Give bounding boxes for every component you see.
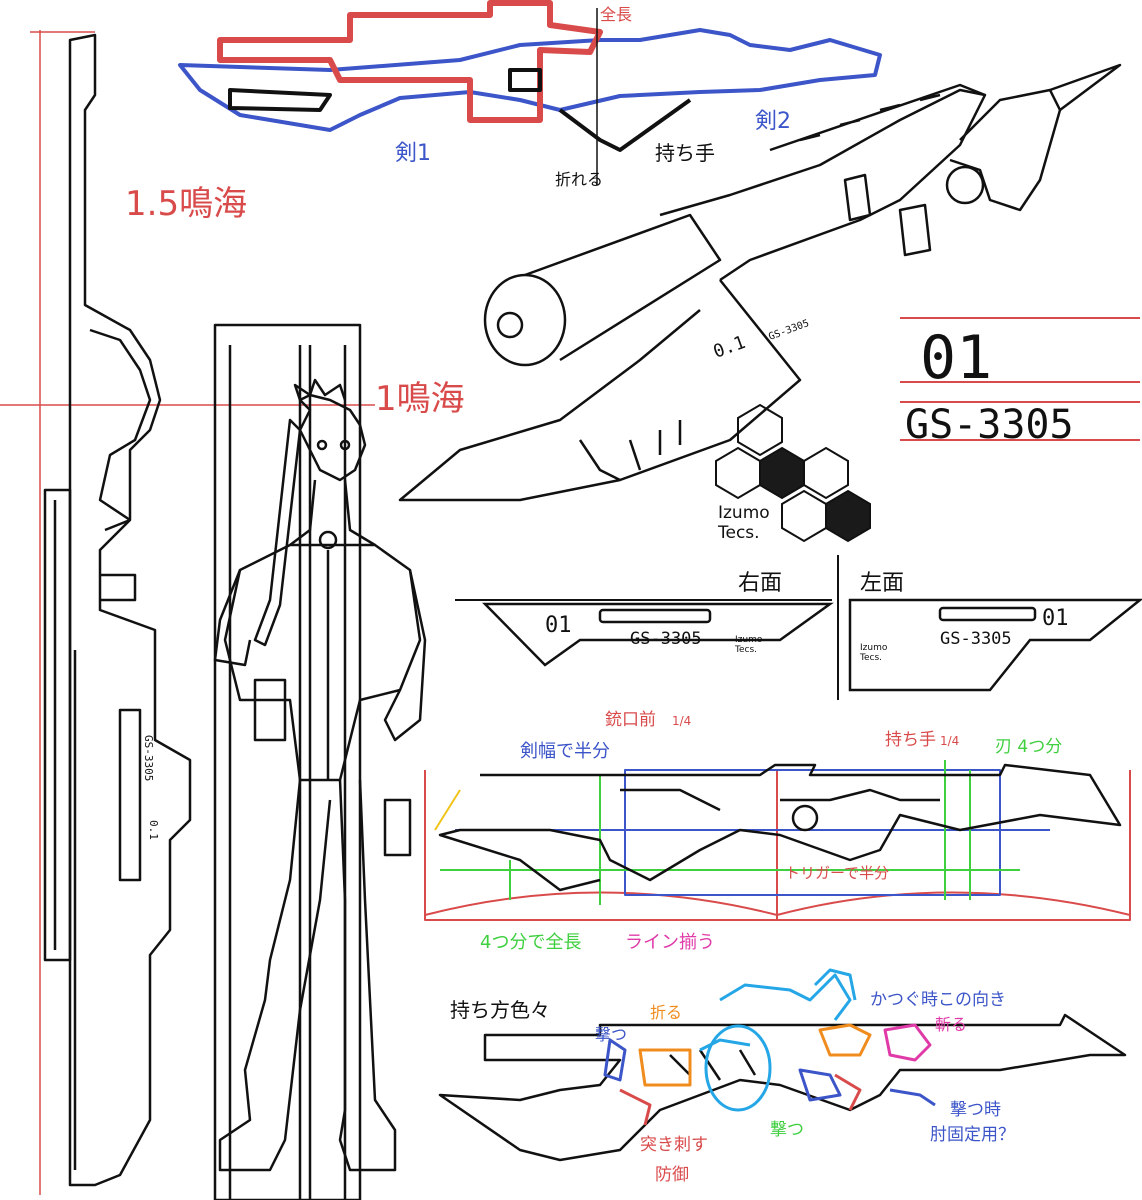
label-align-line: ライン揃う bbox=[625, 932, 715, 953]
label-shoot-time: 撃つ時 bbox=[950, 1100, 1001, 1120]
cyan-grip bbox=[704, 1024, 772, 1112]
label-grip: 持ち手 bbox=[655, 141, 715, 165]
label-fold: 折れる bbox=[555, 170, 603, 189]
label-blade-half: 剣幅で半分 bbox=[520, 741, 610, 762]
plate-model-big: GS-3305 bbox=[905, 402, 1074, 448]
label-shoulder: 肘固定用？ bbox=[930, 1125, 1015, 1145]
left-plate-brand2: Tecs. bbox=[859, 653, 882, 663]
right-plate-brand2: Tecs. bbox=[734, 645, 757, 655]
label-shoot: 撃つ bbox=[595, 1025, 627, 1044]
label-fold2: 折る bbox=[650, 1003, 682, 1022]
label-four-full: 4つ分で全長 bbox=[480, 932, 581, 953]
right-plate-01: 01 bbox=[545, 613, 572, 638]
label-quarter-1: 1/4 bbox=[672, 714, 691, 728]
right-plate-model: GS-3305 bbox=[630, 629, 702, 649]
muzzle-bolt bbox=[496, 311, 524, 339]
label-carry: かつぐ時この向き bbox=[870, 990, 1006, 1010]
plate-marking: 01 GS-3305 bbox=[900, 317, 1140, 448]
iso-ver-text: 0.1 bbox=[711, 332, 749, 363]
label-defend: 防御 bbox=[655, 1165, 689, 1185]
label-muzzle-front: 銃口前 bbox=[605, 710, 656, 730]
proportion-diagram: 銃口前 1/4 剣幅で半分 持ち手 1/4 刃 4つ分 トリガーで半分 4つ分で… bbox=[424, 710, 1131, 953]
label-break: 斬る bbox=[935, 1015, 967, 1034]
label-shoot2: 撃つ bbox=[770, 1120, 804, 1140]
face-plates: 右面 左面 01 GS-3305 Izumo Tecs. 01 GS-3305 … bbox=[455, 555, 1142, 700]
label-grip-quarter: 持ち手 bbox=[885, 730, 936, 750]
left-plate-brand1: Izumo bbox=[860, 643, 888, 653]
label-trigger-half: トリガーで半分 bbox=[785, 864, 889, 882]
iso-model-text: GS-3305 bbox=[767, 318, 810, 343]
side-model-text: GS-3305 bbox=[142, 735, 155, 781]
weapon-case bbox=[213, 323, 362, 1200]
character-figure bbox=[213, 323, 427, 1200]
brand-line2: Tecs. bbox=[717, 523, 760, 543]
left-plate-model: GS-3305 bbox=[940, 629, 1012, 649]
grip-variations: 持ち方色々 撃つ 折る かつぐ時この向き 斬る 突き刺す 防御 撃つ 撃つ時 肘… bbox=[438, 968, 1127, 1185]
plate-01-big: 01 bbox=[920, 323, 992, 393]
label-sword1: 剣1 bbox=[395, 141, 431, 166]
side-version-text: 0.1 bbox=[147, 820, 160, 840]
scale-markers: 1.5鳴海 1鳴海 bbox=[0, 30, 465, 1195]
label-grips-various: 持ち方色々 bbox=[450, 998, 550, 1022]
label-quarter-2: 1/4 bbox=[940, 734, 959, 748]
label-right-side: 右面 bbox=[738, 571, 782, 596]
label-left-side: 左面 bbox=[860, 571, 904, 596]
right-plate-brand1: Izumo bbox=[735, 635, 763, 645]
label-blade-quarter: 刃 4つ分 bbox=[995, 737, 1062, 757]
label-scale-1: 1鳴海 bbox=[375, 379, 465, 419]
label-sword2: 剣2 bbox=[755, 109, 791, 134]
weapon-side-view: GS-3305 0.1 bbox=[43, 33, 192, 1187]
blue-outline bbox=[178, 28, 882, 132]
red-outline bbox=[217, 0, 603, 123]
label-total: 全長 bbox=[600, 5, 632, 24]
label-scale-15: 1.5鳴海 bbox=[125, 184, 247, 224]
left-plate-01: 01 bbox=[1042, 606, 1069, 631]
black-inner bbox=[228, 68, 692, 152]
brand-logo: Izumo Tecs. bbox=[715, 403, 871, 543]
label-stab: 突き刺す bbox=[640, 1135, 708, 1155]
brand-line1: Izumo bbox=[718, 503, 770, 523]
folding-diagram: 全長 剣1 剣2 折れる 持ち手 bbox=[178, 0, 882, 189]
